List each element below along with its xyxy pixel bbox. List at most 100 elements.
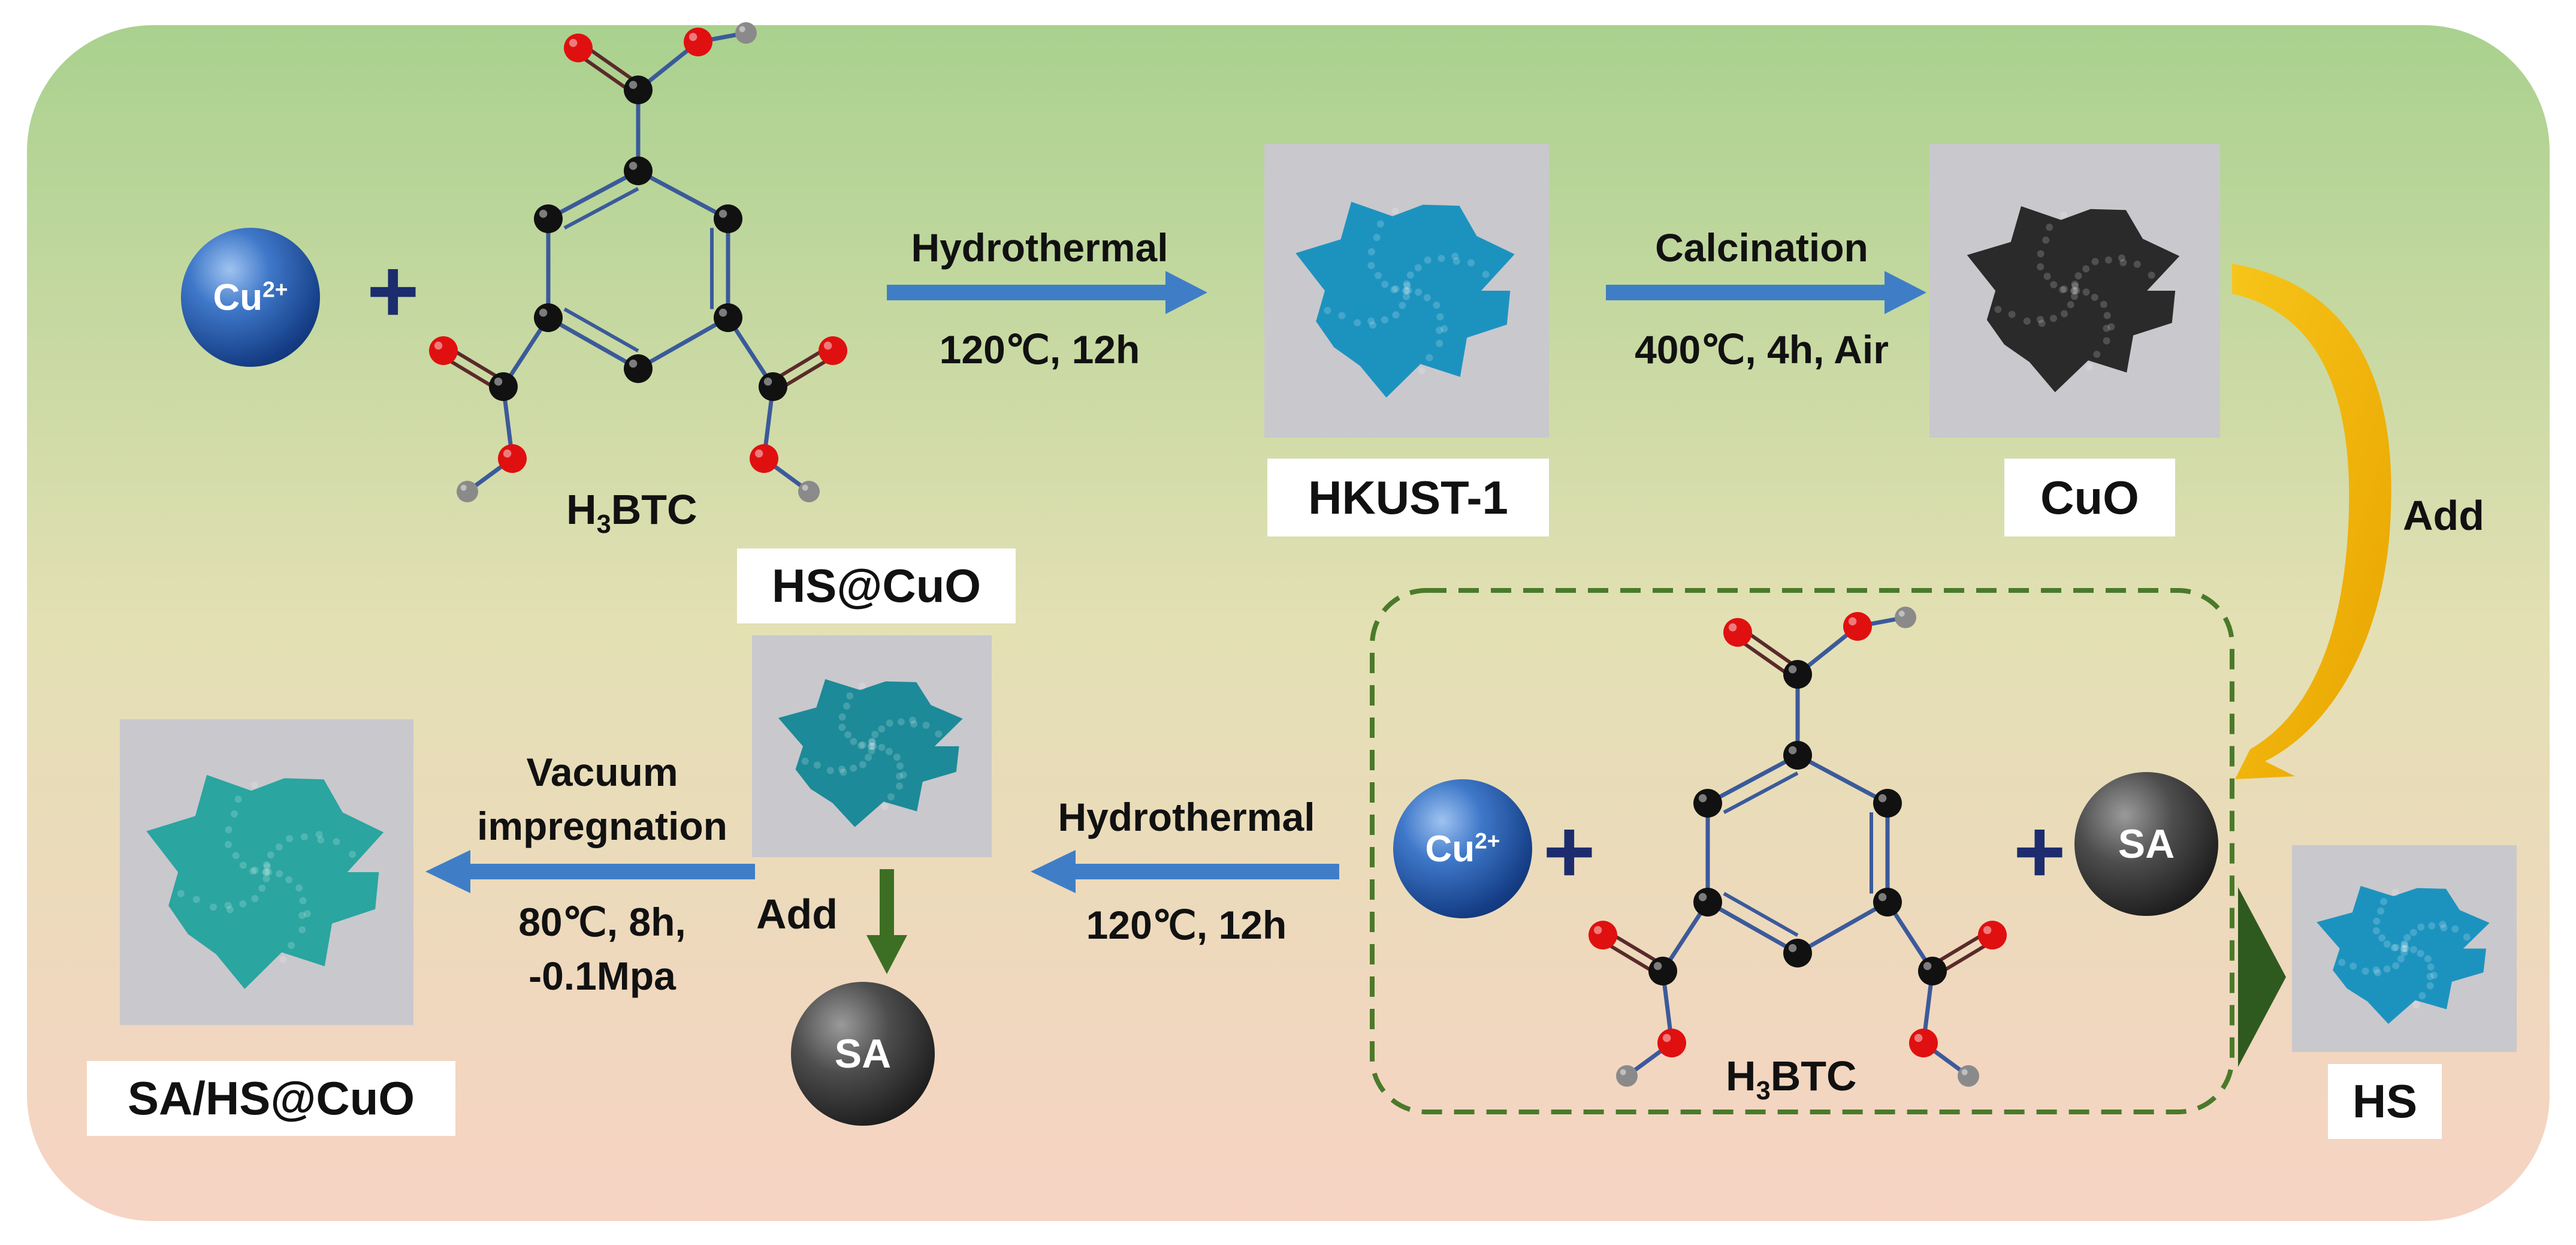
photo-sa-hs-cuo-speck: [286, 835, 294, 843]
photo-cuo-speck: [2038, 319, 2046, 327]
carbon-atom-highlight: [1878, 893, 1887, 902]
step4-method-line2: impregnation: [476, 804, 727, 848]
h3btc-molecule-top: [429, 22, 847, 502]
photo-sa-hs-cuo-speck: [258, 884, 266, 892]
oxygen-atom-highlight: [1728, 623, 1737, 632]
photo-cuo-speck: [2104, 256, 2112, 264]
photo-sa-hs-cuo-speck: [224, 840, 232, 848]
photo-cuo-speck: [2037, 250, 2045, 258]
photo-hkust1-speck: [1433, 302, 1440, 309]
step2-conditions: 400℃, 4h, Air: [1635, 327, 1889, 372]
carbon-atom-highlight: [1788, 943, 1797, 952]
molecule-bond: [547, 315, 639, 371]
photo-cuo-speck: [2043, 272, 2051, 280]
photo-sa-hs-cuo-speck: [265, 868, 273, 876]
carbon-atom: [1873, 789, 1902, 818]
photo-hkust1-speck: [1423, 294, 1431, 302]
photo-hs-speck: [2391, 888, 2399, 896]
photo-hs-cuo-speck: [868, 738, 876, 746]
photo-hs-speck: [2361, 967, 2369, 975]
oxygen-atom: [1589, 921, 1617, 949]
photo-hs-speck: [2397, 955, 2405, 963]
photo-hs-cuo-speck: [869, 742, 877, 750]
cu-ion-ball-bottom: Cu2+: [1393, 779, 1532, 918]
photo-hkust1-speck: [1451, 252, 1459, 260]
photo-hs-cuo-speck: [865, 753, 872, 761]
photo-sa-hs-cuo-speck: [192, 896, 200, 903]
product-label-hkust1: HKUST-1: [1267, 459, 1549, 536]
photo-hs-speck: [2426, 982, 2434, 990]
photo-hkust1-pile: [1295, 201, 1515, 398]
photo-cuo-speck: [2071, 287, 2079, 294]
photo-hkust1-speck: [1405, 287, 1412, 294]
hydrogen-atom-highlight: [739, 26, 745, 32]
photo-cuo-speck: [2067, 301, 2074, 309]
photo-hkust1-speck: [1403, 287, 1411, 294]
photo-sa-hs-cuo-speck: [300, 833, 308, 841]
photo-hs-speck: [2401, 941, 2409, 949]
photo-hkust1-speck: [1426, 354, 1433, 361]
photo-cuo-speck: [2103, 337, 2110, 345]
photo-hs-speck: [2440, 924, 2448, 932]
photo-hkust1-speck: [1403, 293, 1411, 300]
cu-ion-ball-top: Cu2+: [181, 228, 320, 367]
photo-hs-speck: [2409, 929, 2417, 936]
oxygen-atom-highlight: [1983, 926, 1992, 934]
photo-cuo-speck: [2046, 224, 2053, 231]
photo-hkust1-speck: [1381, 281, 1389, 288]
product-label-hs: HS: [2328, 1064, 2442, 1139]
photo-hs-cuo-speck: [868, 747, 875, 755]
photo-hs-speck: [2390, 944, 2398, 952]
step4-conditions-line2: -0.1Mpa: [529, 954, 676, 998]
photo-hs-cuo-speck: [843, 702, 851, 710]
photo-cuo-speck: [2058, 286, 2066, 294]
carbon-atom: [1783, 660, 1812, 689]
product-label-sa-hs-cuo: SA/HS@CuO: [87, 1061, 455, 1136]
photo-hkust1-speck: [1402, 287, 1409, 295]
photo-cuo-speck: [2074, 272, 2082, 280]
photo-hs-cuo-speck: [839, 768, 847, 776]
photo-cuo-speck: [2103, 312, 2111, 319]
photo-hkust1-speck: [1482, 270, 1490, 278]
photo-hs-cuo-speck: [887, 793, 895, 801]
step3-method: Hydrothermal: [1058, 795, 1315, 839]
photo-hkust1-speck: [1354, 319, 1361, 327]
photo-hs-speck: [2400, 940, 2408, 948]
photo-sa-hs-cuo-speck: [298, 912, 306, 920]
photo-sa-hs-cuo-speck: [275, 843, 283, 851]
photo-sa-hs-cuo-speck: [333, 838, 340, 846]
carbon-atom: [759, 372, 787, 401]
photo-hs: [2292, 845, 2517, 1052]
photo-sa-hs-cuo-speck: [226, 906, 234, 914]
photo-hs-cuo-speck: [935, 730, 943, 738]
hydrogen-atom-highlight: [1961, 1069, 1968, 1075]
photo-hs-speck: [2412, 1001, 2420, 1009]
photo-hs-speck: [2417, 949, 2424, 957]
arrow-calcination: [1606, 271, 1926, 314]
photo-hs-pile: [2317, 886, 2490, 1024]
photo-sa-hs-cuo-speck: [251, 866, 259, 874]
carbon-atom-highlight: [1788, 746, 1797, 755]
photo-hs-cuo-speck: [868, 743, 875, 750]
product-label-cuo: CuO: [2004, 459, 2175, 536]
photo-hs-speck: [2372, 966, 2380, 974]
arrow-to-hs: [2238, 887, 2286, 1067]
photo-cuo-speck: [2061, 285, 2068, 293]
photo-cuo-speck: [2082, 288, 2090, 296]
photo-sa-hs-cuo-speck: [250, 781, 258, 789]
carbon-atom: [714, 303, 742, 332]
photo-cuo-speck: [2042, 236, 2050, 244]
photo-hs-speck: [2400, 945, 2408, 952]
photo-sa-hs-cuo-speck: [315, 831, 323, 839]
carbon-atom-highlight: [629, 161, 638, 170]
molecule-bond: [1707, 900, 1799, 955]
molecule-bond: [1796, 900, 1889, 955]
photo-sa-hs-cuo-speck: [267, 851, 274, 859]
oxygen-atom-highlight: [1914, 1033, 1923, 1042]
photo-hs-cuo-speck: [899, 771, 907, 779]
photo-sa-hs-cuo-speck: [224, 902, 232, 909]
photo-cuo-speck: [2118, 254, 2125, 262]
carbon-atom: [714, 204, 742, 233]
hydrogen-atom: [798, 481, 820, 502]
photo-hkust1-speck: [1414, 264, 1422, 272]
